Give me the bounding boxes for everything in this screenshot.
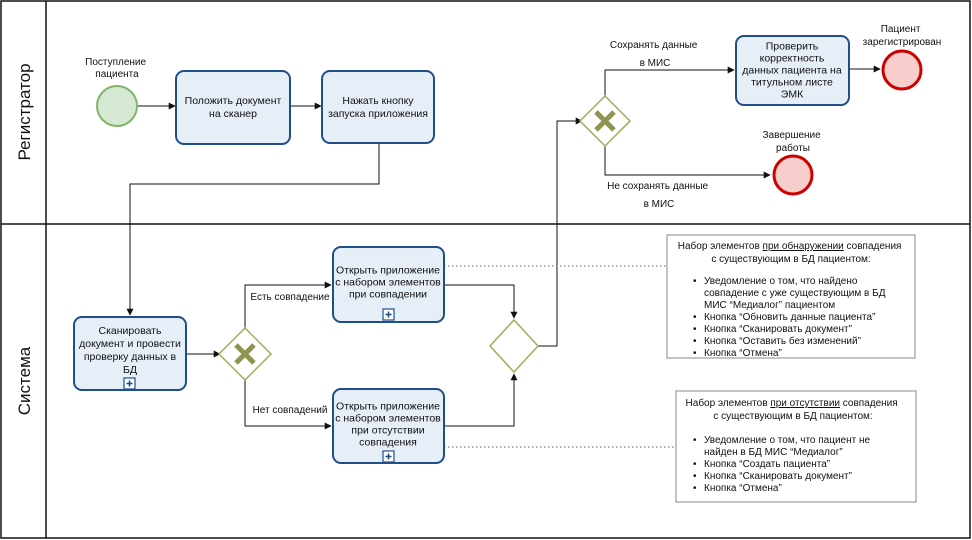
note-match: Набор элементов при обнаружении совпаден… — [666, 234, 916, 359]
x-mark-icon — [594, 110, 616, 132]
gateway-match-decision — [217, 326, 273, 382]
flow-save — [604, 66, 735, 96]
end-event-work — [772, 154, 814, 196]
note-nomatch-title: Набор элементов при отсутствии совпадени… — [686, 397, 901, 422]
plus-square-icon — [123, 377, 136, 390]
flow-match-to-merge — [444, 284, 518, 319]
plus-square-icon — [382, 308, 395, 321]
flow-nomatch-label: Нет совпадений — [253, 405, 328, 416]
end-event-registered — [881, 49, 923, 91]
flow-match — [244, 281, 332, 328]
flow-save-label: Сохранять данные в МИС — [610, 40, 700, 69]
start-event — [96, 85, 138, 127]
lane-system-label: Система — [15, 346, 34, 415]
flow-nosave-label: Не сохранять данные в МИС — [607, 181, 711, 210]
gateway-merge — [488, 318, 540, 374]
flow-merge-to-decision — [538, 117, 583, 347]
sequence-flows — [126, 65, 881, 430]
plus-square-icon — [382, 450, 395, 463]
note-nomatch: Набор элементов при отсутствии совпадени… — [675, 390, 917, 503]
flow-match-label: Есть совпадение — [250, 292, 330, 303]
flow-nosave — [604, 146, 771, 179]
flow-nomatch-to-merge — [444, 373, 518, 427]
flow-press-to-scan — [126, 143, 380, 316]
flow-nomatch — [244, 380, 332, 430]
end-event-registered-label: Пациент зарегистрирован — [863, 24, 942, 48]
gateway-save-decision — [578, 94, 632, 148]
x-mark-icon — [234, 343, 256, 365]
note-match-title: Набор элементов при обнаружении совпаден… — [678, 240, 904, 265]
start-event-label: Поступление пациента — [85, 57, 149, 80]
end-event-work-label: Завершение работы — [763, 130, 824, 154]
lane-registrar-label: Регистратор — [15, 63, 34, 160]
